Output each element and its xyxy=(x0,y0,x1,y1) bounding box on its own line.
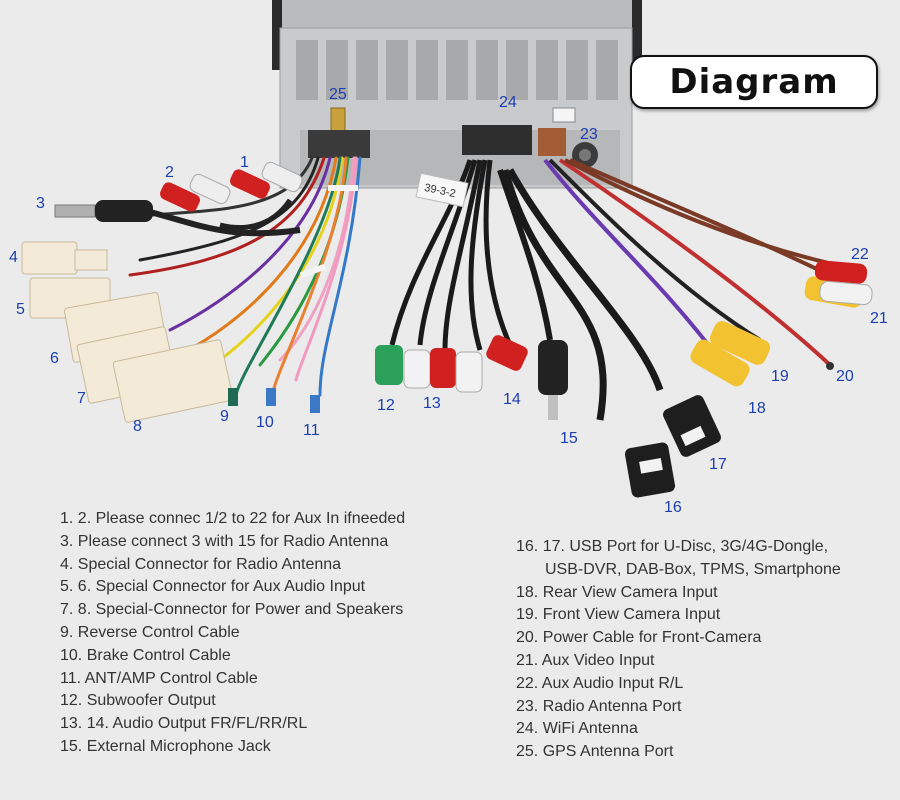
usb-cables xyxy=(501,168,721,498)
rca-plugs-1-2 xyxy=(160,161,303,230)
legend-item: 3. Please connect 3 with 15 for Radio An… xyxy=(60,532,389,550)
label-19: 19 xyxy=(771,368,789,385)
legend-item: 19. Front View Camera Input xyxy=(516,606,721,624)
label-16: 16 xyxy=(664,499,682,516)
legend-item: 15. External Microphone Jack xyxy=(60,737,271,755)
legend-item: 21. Aux Video Input xyxy=(516,651,655,669)
label-5: 5 xyxy=(16,301,25,318)
label-2: 2 xyxy=(165,164,174,181)
rca-plugs-12-14 xyxy=(375,335,528,393)
label-7: 7 xyxy=(77,390,86,407)
label-8: 8 xyxy=(133,418,142,435)
legend-item: 13. 14. Audio Output FR/FL/RR/RL xyxy=(60,715,308,733)
cable-tie xyxy=(299,263,327,279)
label-24: 24 xyxy=(499,94,517,111)
legend-item: 20. Power Cable for Front-Camera xyxy=(516,629,762,647)
legend-item: 23. Radio Antenna Port xyxy=(516,697,682,715)
label-13: 13 xyxy=(423,395,441,412)
legend-item: 11. ANT/AMP Control Cable xyxy=(60,669,258,687)
legend-item: 10. Brake Control Cable xyxy=(60,646,231,664)
legend-item: 18. Rear View Camera Input xyxy=(516,583,718,601)
label-14: 14 xyxy=(503,391,521,408)
legend-right-column: 16. 17. USB Port for U-Disc, 3G/4G-Dongl… xyxy=(516,536,841,764)
label-3: 3 xyxy=(36,195,45,212)
legend-item: 1. 2. Please connec 1/2 to 22 for Aux In… xyxy=(60,510,406,527)
legend-item: 5. 6. Special Connector for Aux Audio In… xyxy=(60,578,366,596)
label-1: 1 xyxy=(240,154,249,171)
head-unit-chassis xyxy=(272,0,642,189)
label-20: 20 xyxy=(836,368,854,385)
legend-item: 22. Aux Audio Input R/L xyxy=(516,674,684,692)
legend-item: 12. Subwoofer Output xyxy=(60,692,216,710)
microphone-jack-15 xyxy=(497,169,568,420)
pin-leads xyxy=(228,388,320,413)
legend-item: 9. Reverse Control Cable xyxy=(60,623,240,641)
label-18: 18 xyxy=(748,400,766,417)
label-17: 17 xyxy=(709,456,727,473)
radio-antenna-plug-3 xyxy=(54,200,301,237)
label-11: 11 xyxy=(303,422,320,439)
white-connectors xyxy=(21,241,234,423)
cable-tie xyxy=(328,185,358,191)
label-12: 12 xyxy=(377,397,395,414)
label-6: 6 xyxy=(50,350,59,367)
legend-item: USB-DVR, DAB-Box, TPMS, Smartphone xyxy=(545,560,841,578)
label-9: 9 xyxy=(220,408,229,425)
label-15: 15 xyxy=(560,430,578,447)
legend-left-column: 1. 2. Please connec 1/2 to 22 for Aux In… xyxy=(60,508,405,759)
legend-item: 16. 17. USB Port for U-Disc, 3G/4G-Dongl… xyxy=(516,538,829,555)
legend-item: 25. GPS Antenna Port xyxy=(516,743,674,761)
legend-item: 24. WiFi Antenna xyxy=(516,720,638,738)
label-25: 25 xyxy=(329,86,347,103)
label-23: 23 xyxy=(580,126,598,143)
legend-item: 7. 8. Special-Connector for Power and Sp… xyxy=(60,601,404,619)
label-21: 21 xyxy=(870,310,888,327)
legend-item: 4. Special Connector for Radio Antenna xyxy=(60,555,342,573)
label-10: 10 xyxy=(256,414,274,431)
diagram-title: Diagram xyxy=(669,62,839,102)
rca-plugs-18-22 xyxy=(690,260,873,387)
cable-tag xyxy=(415,172,469,208)
label-4: 4 xyxy=(9,249,18,266)
label-22: 22 xyxy=(851,246,869,263)
wiring-harness-illustration xyxy=(21,0,873,498)
harness-wires xyxy=(128,156,362,397)
diagram-title-box: Diagram xyxy=(630,55,878,109)
